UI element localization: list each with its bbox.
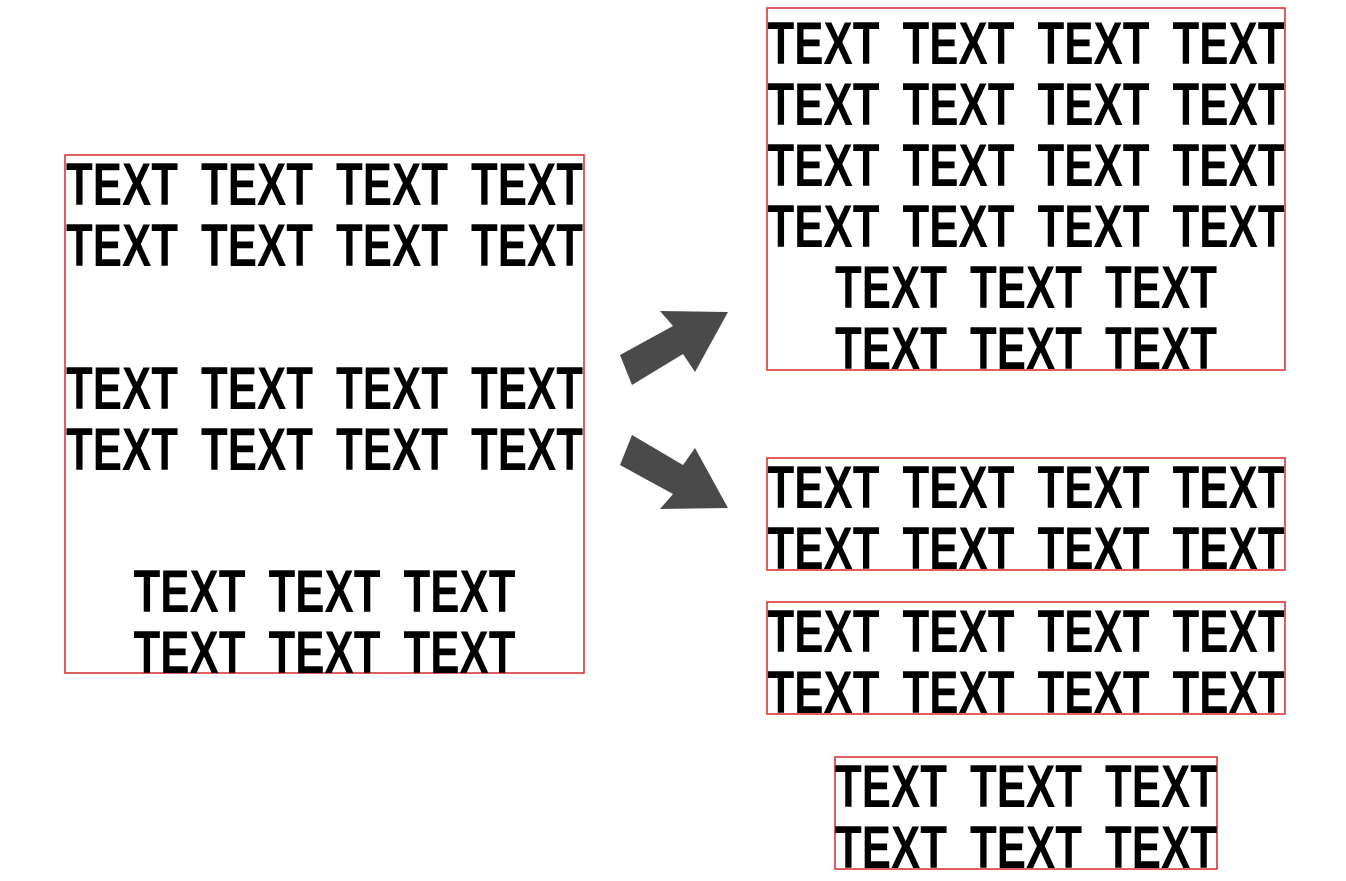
text-word: TEXT (903, 454, 1015, 521)
text-word: TEXT (471, 212, 583, 279)
text-word: TEXT (134, 619, 246, 686)
text-word: TEXT (835, 254, 947, 321)
text-word: TEXT (903, 598, 1015, 665)
text-word: TEXT (1038, 10, 1150, 77)
text-word: TEXT (471, 151, 583, 218)
text-word: TEXT (201, 151, 313, 218)
text-word: TEXT (66, 355, 178, 422)
text-word: TEXT (66, 212, 178, 279)
text-word: TEXT (903, 515, 1015, 582)
text-word: TEXT (1173, 71, 1285, 138)
text-word: TEXT (1105, 315, 1217, 382)
text-word: TEXT (201, 212, 313, 279)
text-word: TEXT (404, 619, 516, 686)
text-word: TEXT (1173, 193, 1285, 260)
text-word: TEXT (768, 659, 880, 726)
text-word: TEXT (1173, 659, 1285, 726)
text-word: TEXT (1038, 132, 1150, 199)
text-word: TEXT (471, 355, 583, 422)
text-word: TEXT (336, 151, 448, 218)
merged-block-border (766, 7, 1286, 371)
text-word: TEXT (269, 619, 381, 686)
text-word: TEXT (404, 558, 516, 625)
text-word: TEXT (903, 10, 1015, 77)
text-word: TEXT (1173, 515, 1285, 582)
text-word: TEXT (1173, 132, 1285, 199)
text-word: TEXT (835, 753, 947, 820)
text-word: TEXT (66, 416, 178, 483)
text-word: TEXT (903, 193, 1015, 260)
text-word: TEXT (903, 659, 1015, 726)
text-word: TEXT (768, 71, 880, 138)
text-word: TEXT (201, 355, 313, 422)
split-block-border (766, 457, 1286, 571)
text-word: TEXT (768, 454, 880, 521)
text-word: TEXT (1105, 254, 1217, 321)
text-word: TEXT (768, 515, 880, 582)
text-word: TEXT (201, 416, 313, 483)
text-word: TEXT (768, 193, 880, 260)
text-word: TEXT (1173, 10, 1285, 77)
text-word: TEXT (1038, 71, 1150, 138)
text-word: TEXT (970, 315, 1082, 382)
text-word: TEXT (269, 558, 381, 625)
split-block-border (834, 756, 1218, 870)
text-word: TEXT (1105, 814, 1217, 881)
split-block-border (766, 601, 1286, 715)
text-word: TEXT (768, 132, 880, 199)
text-word: TEXT (1038, 598, 1150, 665)
text-word: TEXT (66, 151, 178, 218)
text-word: TEXT (336, 416, 448, 483)
text-word: TEXT (1038, 515, 1150, 582)
text-word: TEXT (970, 753, 1082, 820)
text-word: TEXT (903, 71, 1015, 138)
arrow-down-right-shape (620, 435, 728, 509)
text-word: TEXT (1105, 753, 1217, 820)
text-word: TEXT (471, 416, 583, 483)
text-word: TEXT (768, 598, 880, 665)
text-word: TEXT (336, 355, 448, 422)
text-word: TEXT (768, 10, 880, 77)
text-word: TEXT (1173, 454, 1285, 521)
text-word: TEXT (1173, 598, 1285, 665)
arrow-up-right-icon (620, 311, 728, 385)
source-block-border (64, 154, 585, 674)
text-word: TEXT (134, 558, 246, 625)
arrow-down-right-icon (620, 435, 728, 509)
text-word: TEXT (1038, 454, 1150, 521)
arrow-up-right-shape (620, 311, 728, 385)
text-word: TEXT (1038, 659, 1150, 726)
text-word: TEXT (970, 254, 1082, 321)
text-word: TEXT (970, 814, 1082, 881)
text-word: TEXT (903, 132, 1015, 199)
text-word: TEXT (1038, 193, 1150, 260)
text-word: TEXT (835, 814, 947, 881)
text-word: TEXT (835, 315, 947, 382)
text-word: TEXT (336, 212, 448, 279)
